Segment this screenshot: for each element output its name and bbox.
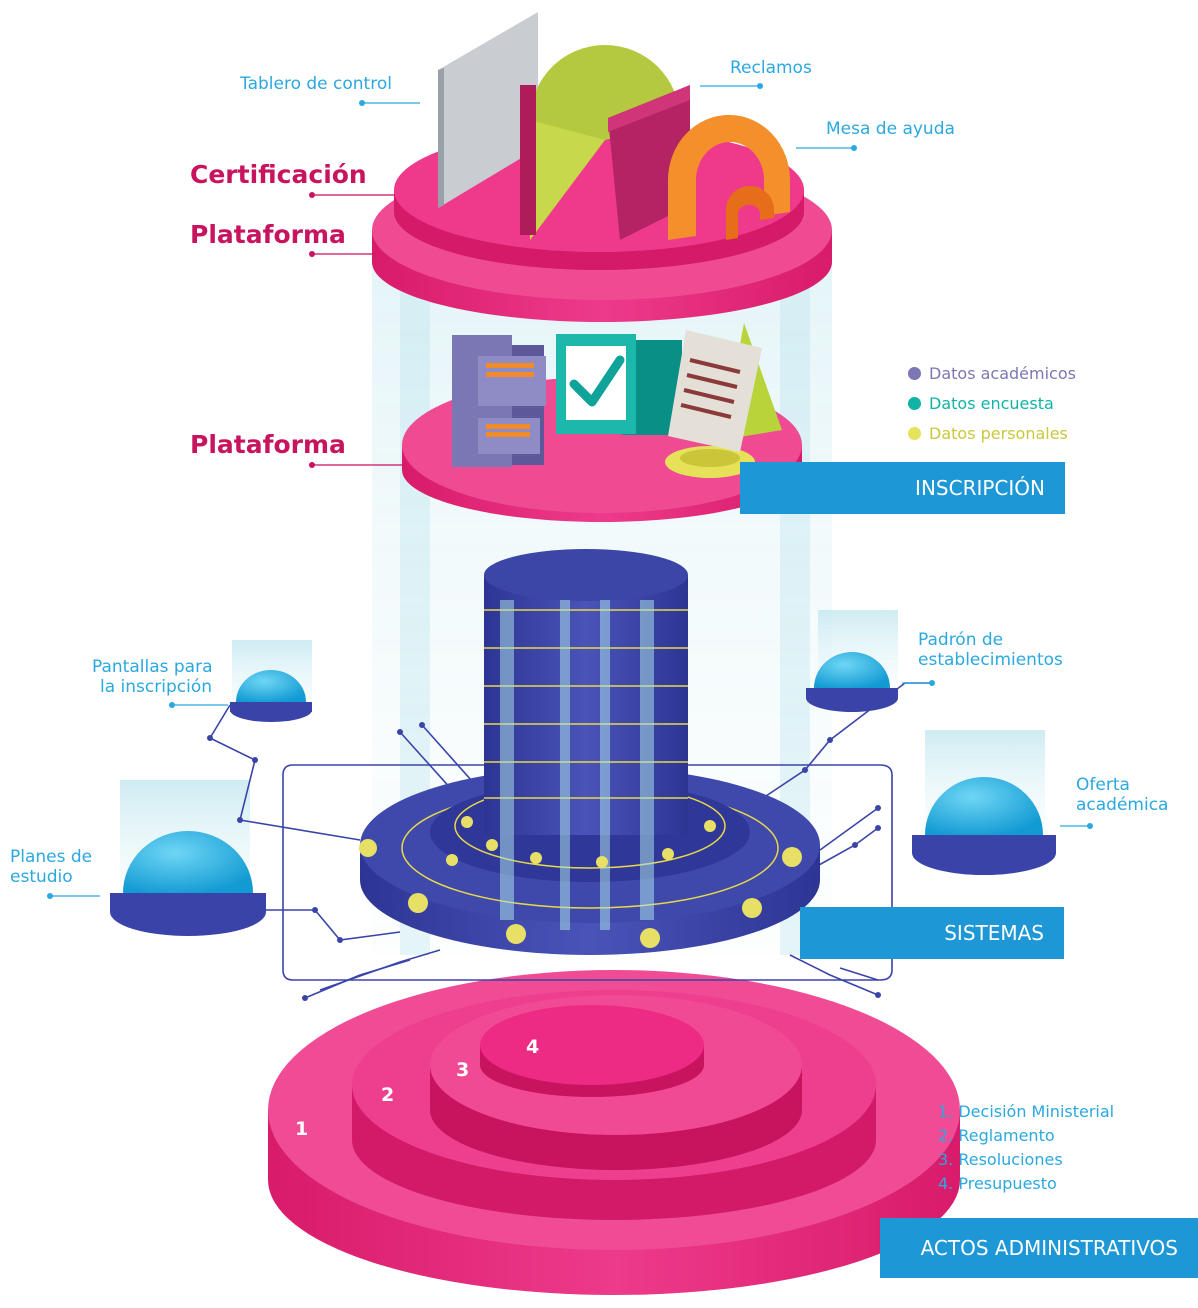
dome-oferta <box>912 777 1056 875</box>
dome-pantallas <box>230 670 312 722</box>
plataforma-top-label: Plataforma <box>190 220 346 249</box>
circuit-nodes <box>207 722 881 1001</box>
level-number-3: 3 <box>456 1059 470 1081</box>
reclamos-label: Reclamos <box>730 58 812 78</box>
padron-line-1: Padrón de <box>918 630 1004 650</box>
top-platform <box>372 12 832 322</box>
pantallas-line-2: la inscripción <box>100 677 212 697</box>
legend-item-academicos: Datos académicos <box>908 364 1076 383</box>
actos-item: 1. Decisión Ministerial <box>938 1102 1115 1121</box>
padron-label: Padrón de establecimientos <box>918 630 1063 670</box>
dome-padron <box>806 652 898 712</box>
legend-dot <box>908 397 921 410</box>
oferta-line-2: académica <box>1076 795 1169 815</box>
tablero-label: Tablero de control <box>240 74 392 94</box>
legend-item-encuesta: Datos encuesta <box>908 394 1054 413</box>
level-number-2: 2 <box>381 1084 395 1106</box>
legend-dot <box>908 427 921 440</box>
actos-item: 3. Resoluciones <box>938 1150 1063 1169</box>
plataforma-inscripcion-label: Plataforma <box>190 430 346 459</box>
sistemas-band: SISTEMAS <box>800 907 1064 959</box>
inscripcion-band: INSCRIPCIÓN <box>740 462 1065 514</box>
legend-label: Datos académicos <box>929 364 1076 383</box>
legend-item-personales: Datos personales <box>908 424 1068 443</box>
level-number-4: 4 <box>526 1036 540 1058</box>
oferta-line-1: Oferta <box>1076 775 1130 795</box>
certificacion-label: Certificación <box>190 160 367 189</box>
actos-list: 1. Decisión Ministerial 2. Reglamento 3.… <box>938 1100 1114 1196</box>
inscripcion-platform <box>402 323 802 522</box>
level-number-1: 1 <box>295 1118 309 1140</box>
mesa-label: Mesa de ayuda <box>826 119 955 139</box>
legend-label: Datos encuesta <box>929 394 1054 413</box>
oferta-label: Oferta académica <box>1076 775 1168 815</box>
dome-planes <box>110 831 266 936</box>
callout-lines <box>47 83 1093 899</box>
actos-base <box>268 970 960 1295</box>
actos-item: 4. Presupuesto <box>938 1174 1057 1193</box>
pink-callout-lines <box>309 192 404 468</box>
legend-label: Datos personales <box>929 424 1068 443</box>
pantallas-label: Pantallas para la inscripción <box>92 657 213 697</box>
planes-line-2: estudio <box>10 867 73 887</box>
sistemas-server <box>359 549 820 955</box>
actos-band: ACTOS ADMINISTRATIVOS <box>880 1218 1198 1278</box>
actos-item: 2. Reglamento <box>938 1126 1055 1145</box>
padron-line-2: establecimientos <box>918 650 1063 670</box>
planes-line-1: Planes de <box>10 847 93 867</box>
planes-label: Planes de estudio <box>10 847 92 887</box>
pantallas-line-1: Pantallas para <box>92 657 213 677</box>
legend-dot <box>908 367 921 380</box>
